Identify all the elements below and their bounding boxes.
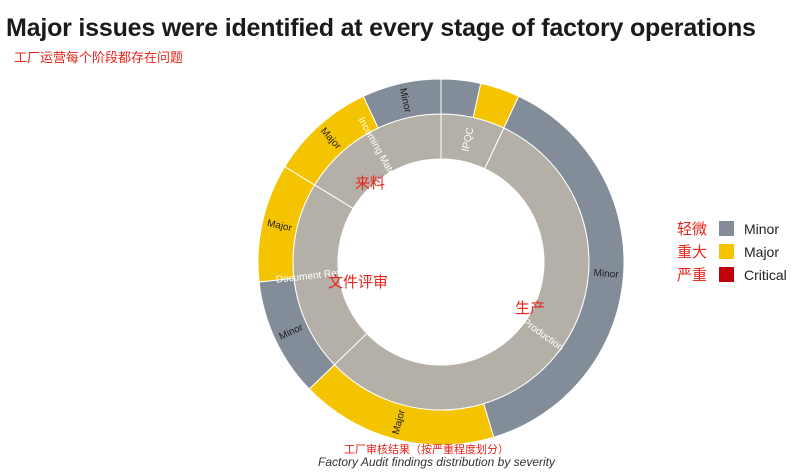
legend-cn-major: 重大 xyxy=(677,243,708,261)
legend-swatch-major xyxy=(719,244,734,259)
legend-swatch-minor xyxy=(719,221,734,236)
zone-label-production: 生产 xyxy=(515,299,546,317)
inner-ring xyxy=(292,113,590,411)
chart-subtitle-cn: 工厂运营每个阶段都存在问题 xyxy=(14,51,184,66)
legend-cn-critical: 严重 xyxy=(677,266,708,284)
outer-label-document-review-major: Major xyxy=(266,218,293,234)
legend: 轻微 Minor 重大 Major 严重 Critical xyxy=(677,217,787,286)
outer-label-incoming-material-minor: Minor xyxy=(397,87,413,114)
legend-swatch-critical xyxy=(719,267,734,282)
zone-label-document: 文件评审 xyxy=(328,273,389,291)
legend-label-major: Major xyxy=(744,243,780,260)
legend-label-minor: Minor xyxy=(744,220,780,237)
outer-label-production-minor: Minor xyxy=(593,268,619,281)
zone-label-incoming: 来料 xyxy=(355,174,386,192)
caption-cn: 工厂审核结果（按严重程度划分） xyxy=(344,443,509,456)
legend-label-critical: Critical xyxy=(744,266,787,283)
chart-title: Major issues were identified at every st… xyxy=(6,14,756,42)
outer-segment-incoming-material-minor xyxy=(362,78,442,129)
caption-en: Factory Audit findings distribution by s… xyxy=(318,455,555,469)
legend-cn-minor: 轻微 xyxy=(677,220,708,238)
legend-item-critical: 严重 Critical xyxy=(677,263,787,286)
legend-item-minor: 轻微 Minor xyxy=(677,217,787,240)
legend-item-major: 重大 Major xyxy=(677,240,787,263)
outer-ring xyxy=(257,78,625,446)
inner-label-ipqc: IPQC xyxy=(460,126,476,152)
